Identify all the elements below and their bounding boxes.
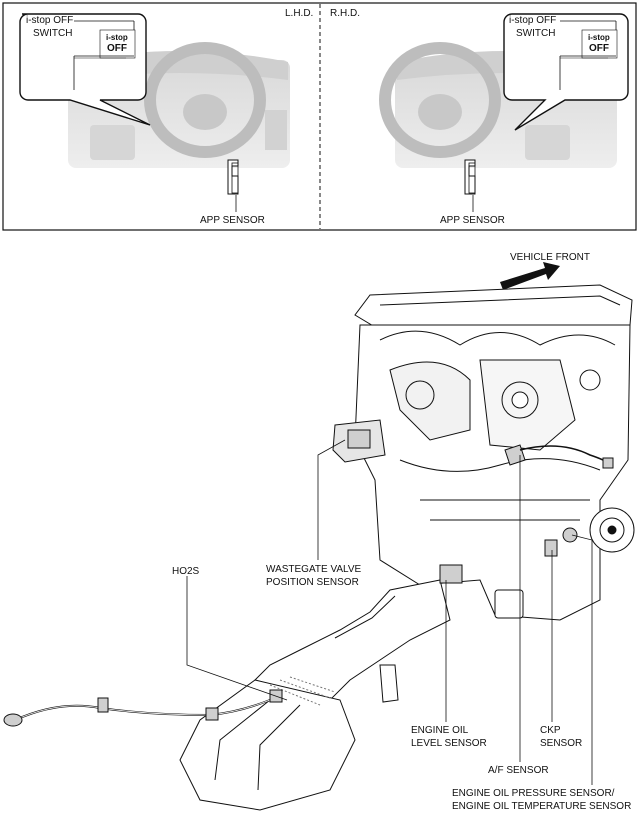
oil-level-label-line1: ENGINE OIL xyxy=(411,725,469,736)
lhd-badge-bottom: OFF xyxy=(107,43,127,54)
lhd-app-sensor-label: APP SENSOR xyxy=(200,215,265,226)
engine-block-illustration xyxy=(179,284,635,811)
wastegate-label-line1: WASTEGATE VALVE xyxy=(266,564,362,575)
lhd-switch-callout xyxy=(19,13,151,126)
rhd-badge-top: i-stop xyxy=(588,33,610,42)
lhd-switch-label-line2: SWITCH xyxy=(33,28,72,39)
leader-lines xyxy=(186,439,593,785)
vehicle-front-label: VEHICLE FRONT xyxy=(510,252,590,263)
lhd-switch-label-line1: i-stop OFF xyxy=(26,15,73,26)
oil-level-label-line2: LEVEL SENSOR xyxy=(411,738,487,749)
oil-pressure-label-line2: ENGINE OIL TEMPERATURE SENSOR xyxy=(452,801,631,812)
lhd-label: L.H.D. xyxy=(285,8,313,19)
af-sensor-label: A/F SENSOR xyxy=(488,765,549,776)
oil-pressure-label-line1: ENGINE OIL PRESSURE SENSOR/ xyxy=(452,788,615,799)
ckp-label-line1: CKP xyxy=(540,725,561,736)
lhd-badge-top: i-stop xyxy=(106,33,128,42)
ho2s-label: HO2S xyxy=(172,566,200,577)
ho2s-sensor-illustration xyxy=(3,689,283,727)
rhd-label: R.H.D. xyxy=(330,8,360,19)
vehicle-front-arrow xyxy=(500,262,560,290)
rhd-switch-callout xyxy=(503,13,629,131)
wastegate-label-line2: POSITION SENSOR xyxy=(266,577,359,588)
ckp-label-line2: SENSOR xyxy=(540,738,582,749)
rhd-badge-bottom: OFF xyxy=(589,43,609,54)
rhd-switch-label-line2: SWITCH xyxy=(516,28,555,39)
rhd-switch-label-line1: i-stop OFF xyxy=(509,15,556,26)
rhd-app-sensor-label: APP SENSOR xyxy=(440,215,505,226)
